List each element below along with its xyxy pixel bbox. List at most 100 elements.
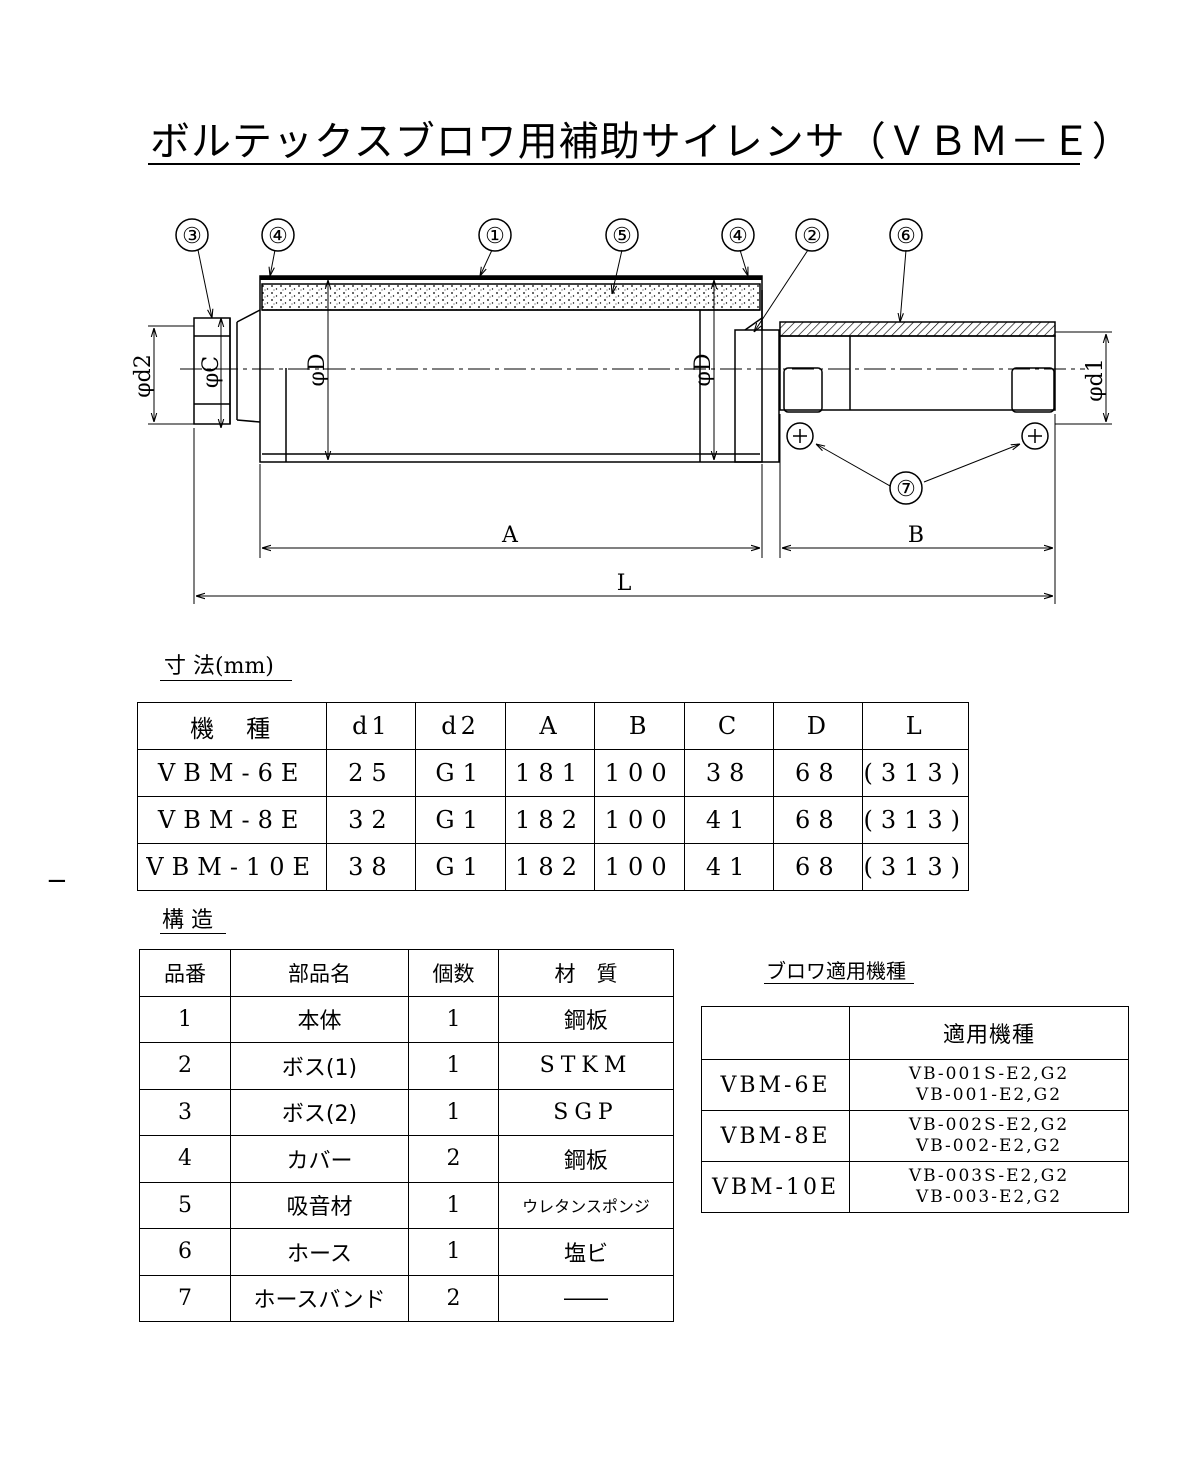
- dim-C-label: φC: [199, 356, 224, 388]
- blower-heading: ブロワ適用機種: [766, 959, 906, 983]
- header-cell: 機 種: [136, 702, 328, 750]
- apply-line: VB-001-E2,G2: [915, 1085, 1063, 1105]
- callout-5: ⑤: [612, 224, 632, 249]
- hose-band-left: [783, 367, 823, 413]
- callout-6: ⑥: [896, 224, 916, 249]
- table-cell: G1: [415, 749, 506, 797]
- header-cell: L: [862, 702, 969, 750]
- header-cell-empty: [701, 1006, 850, 1060]
- callout-4-left: ④: [268, 224, 288, 249]
- table-cell: 2: [139, 1042, 231, 1090]
- table-row: 2 ボス(1) 1 STKM: [139, 1042, 674, 1090]
- table-cell: ホースバンド: [230, 1274, 409, 1322]
- table-cell: STKM: [498, 1042, 674, 1090]
- table-cell: VBM-6E: [136, 749, 328, 797]
- table-row: 5 吸音材 1 ウレタンスポンジ: [139, 1181, 674, 1229]
- callout-2: ②: [802, 224, 822, 249]
- dim-d2-label: φd2: [131, 354, 156, 397]
- table-cell: VBM-8E: [701, 1110, 850, 1162]
- apply-line: VB-002S-E2,G2: [908, 1115, 1070, 1135]
- table-cell: 32: [326, 796, 417, 844]
- table-cell: 鋼板: [498, 995, 674, 1043]
- header-cell: 個数: [408, 949, 499, 997]
- table-cell: ボス(1): [230, 1042, 409, 1090]
- dimensions-heading-rule: [160, 680, 292, 681]
- dim-D-left-label: φD: [305, 353, 330, 386]
- hose-shape: [779, 321, 1056, 337]
- apply-line: VB-003-E2,G2: [915, 1187, 1063, 1207]
- table-cell: (313): [862, 843, 969, 891]
- table-cell: 2: [408, 1274, 499, 1322]
- table-row: VBM-8E 32 G1 182 100 41 68 (313): [136, 796, 969, 844]
- dimensions-heading: 寸 法(mm): [164, 654, 274, 679]
- structure-heading-rule: [160, 933, 226, 934]
- table-cell: VBM-10E: [136, 843, 328, 891]
- table-row: 7 ホースバンド 2 ――: [139, 1274, 674, 1322]
- table-cell: 68: [773, 796, 864, 844]
- dim-A-label: A: [501, 523, 519, 548]
- table-cell: 100: [594, 843, 685, 891]
- header-cell: d2: [415, 702, 506, 750]
- table-cell: カバー: [230, 1135, 409, 1183]
- table-cell: ウレタンスポンジ: [498, 1181, 674, 1229]
- table-cell: 吸音材: [230, 1181, 409, 1229]
- table-cell: 68: [773, 749, 864, 797]
- header-cell: 適用機種: [849, 1006, 1129, 1060]
- blower-heading-rule: [764, 983, 914, 984]
- table-cell: 1: [408, 1042, 499, 1090]
- table-cell: 塩ビ: [498, 1228, 674, 1276]
- table-cell: G1: [415, 796, 506, 844]
- header-cell: A: [504, 702, 596, 750]
- dim-D-right-label: φD: [691, 353, 716, 386]
- table-cell: 鋼板: [498, 1135, 674, 1183]
- table-cell: 6: [139, 1228, 231, 1276]
- table-cell: 100: [594, 749, 685, 797]
- table-cell: 3: [139, 1088, 231, 1136]
- apply-line: VB-002-E2,G2: [915, 1136, 1063, 1156]
- page-title: ボルテックスブロワ用補助サイレンサ（ＶＢＭ－Ｅ）: [150, 119, 1133, 165]
- header-cell: d1: [326, 702, 417, 750]
- table-cell: 4: [139, 1135, 231, 1183]
- boss-1-shape: [734, 329, 780, 463]
- callout-1: ①: [485, 224, 505, 249]
- blower-table: 適用機種 VBM-6E VB-001S-E2,G2 VB-001-E2,G2 V…: [701, 1006, 1129, 1213]
- table-cell: VB-003S-E2,G2 VB-003-E2,G2: [849, 1161, 1129, 1213]
- table-cell: 25: [326, 749, 417, 797]
- header-cell: B: [594, 702, 685, 750]
- table-cell: VBM-6E: [701, 1059, 850, 1111]
- table-cell: (313): [862, 749, 969, 797]
- dim-L-label: L: [617, 571, 632, 596]
- table-header-row: 適用機種: [701, 1006, 1129, 1060]
- table-cell: 41: [683, 843, 775, 891]
- table-cell: VBM-8E: [136, 796, 328, 844]
- table-cell: 68: [773, 843, 864, 891]
- apply-line: VB-003S-E2,G2: [908, 1166, 1070, 1186]
- table-cell: 1: [408, 1181, 499, 1229]
- table-cell: 1: [408, 1228, 499, 1276]
- callout-3: ③: [182, 224, 202, 249]
- parts-table: 品番 部品名 個数 材 質 1 本体 1 鋼板 2 ボス(1) 1 STKM 3…: [139, 949, 674, 1322]
- table-cell: SGP: [498, 1088, 674, 1136]
- table-cell: 38: [326, 843, 417, 891]
- callout-7: ⑦: [896, 477, 916, 502]
- table-cell: 182: [504, 796, 596, 844]
- table-cell: G1: [415, 843, 506, 891]
- table-cell: 41: [683, 796, 775, 844]
- header-cell: 品番: [139, 949, 231, 997]
- table-header-row: 機 種 d1 d2 A B C D L: [136, 702, 969, 750]
- table-row: VBM-10E VB-003S-E2,G2 VB-003-E2,G2: [701, 1161, 1129, 1213]
- header-cell: D: [773, 702, 864, 750]
- table-row: VBM-6E 25 G1 181 100 38 68 (313): [136, 749, 969, 797]
- sound-absorber-shape: [261, 283, 761, 311]
- table-cell: 1: [139, 995, 231, 1043]
- table-cell: VB-001S-E2,G2 VB-001-E2,G2: [849, 1059, 1129, 1111]
- table-header-row: 品番 部品名 個数 材 質: [139, 949, 674, 997]
- table-cell: (313): [862, 796, 969, 844]
- table-cell: ――: [498, 1274, 674, 1322]
- table-cell: VB-002S-E2,G2 VB-002-E2,G2: [849, 1110, 1129, 1162]
- header-cell: 材 質: [498, 949, 674, 997]
- table-row: 1 本体 1 鋼板: [139, 995, 674, 1043]
- callout-4-right: ④: [728, 224, 748, 249]
- table-cell: 100: [594, 796, 685, 844]
- table-cell: 本体: [230, 995, 409, 1043]
